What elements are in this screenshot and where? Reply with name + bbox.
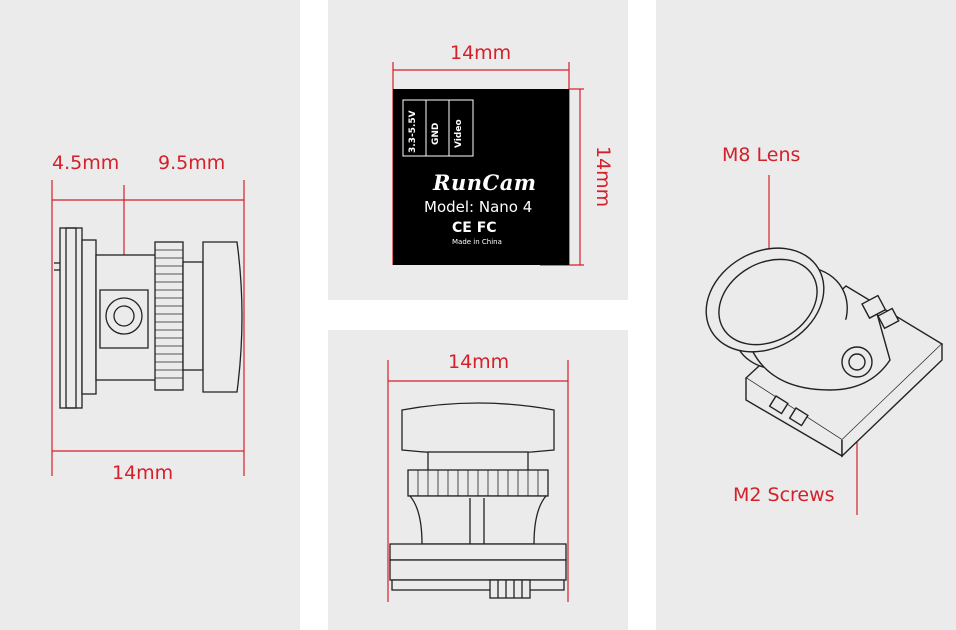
width-label-4-5mm: 4.5mm — [52, 152, 120, 174]
certification-marks: CE FC — [452, 220, 497, 236]
top-width-label: 14mm — [448, 351, 510, 373]
length-label-14mm: 14mm — [112, 462, 174, 484]
iso-view-camera — [705, 247, 944, 458]
back-width-label: 14mm — [450, 42, 512, 64]
brand-logo: RunCam — [433, 170, 537, 195]
dimension-lines — [51, 62, 858, 602]
back-height-label: 14mm — [592, 146, 614, 208]
side-view-camera — [54, 227, 243, 409]
pin-label-video: Video — [454, 119, 464, 148]
width-label-9-5mm: 9.5mm — [158, 152, 226, 174]
pin-label-gnd: GND — [431, 122, 441, 145]
back-view-board — [393, 89, 569, 265]
made-in-label: Made in China — [452, 238, 502, 246]
model-label: Model: Nano 4 — [424, 198, 533, 216]
pin-label-power: 3.3-5.5V — [408, 110, 418, 153]
screws-label: M2 Screws — [733, 484, 835, 506]
lens-label: M8 Lens — [722, 144, 801, 166]
top-view-camera — [389, 402, 567, 599]
